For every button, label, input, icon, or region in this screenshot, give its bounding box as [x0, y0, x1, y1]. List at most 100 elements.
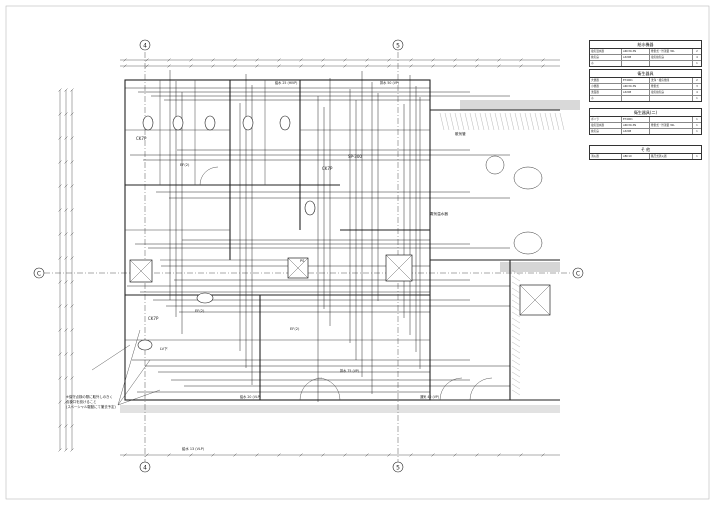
schedule-cell [650, 129, 693, 134]
schedule-cell: 大便器 [590, 78, 622, 83]
svg-text:5: 5 [396, 43, 400, 50]
schedule-cell [650, 96, 693, 101]
schedule-cell: 4 [696, 56, 698, 59]
label-ck7p-3: CK7P [148, 316, 159, 321]
label-pipe-1: 給水 25 (HIVP) [275, 80, 297, 85]
schedule-cell: LZ208 [622, 129, 650, 134]
schedule-cell [622, 61, 650, 66]
label-tank: 電気温水器 [430, 211, 448, 216]
schedule-cell: 電気温水器 [590, 123, 622, 128]
schedule-cell: 電気換気扇 [650, 55, 693, 60]
schedule-cell [622, 96, 650, 101]
grid-bubble-5-bottom: 5 [392, 461, 404, 473]
schedule-cell: 1 [696, 97, 698, 100]
label-ef-3: EF(2) [195, 309, 205, 313]
schedule-title: そ 他 [590, 146, 701, 154]
schedule-cell: 4 [696, 91, 698, 94]
label-pipe-3: 排水 75 (VP) [340, 368, 359, 373]
partitions [125, 80, 430, 341]
label-bottom: 給水 13 (VLP) [182, 446, 205, 451]
label-ck7p-1: CK7P [136, 136, 147, 141]
schedule-cell: 電気温水器 [590, 49, 622, 54]
label-ps: PS [300, 259, 305, 263]
hatched-band [500, 262, 560, 272]
schedule-cell [650, 61, 693, 66]
dimension-ticks [58, 58, 545, 457]
svg-text:C: C [37, 271, 41, 278]
schedule-title: 衛生器具 [590, 70, 701, 78]
schedule-cell: 1 [696, 130, 698, 133]
svg-text:4: 4 [143, 465, 147, 472]
grid-bubble-c-left: C [33, 267, 45, 279]
schedule-cell: 1 [696, 118, 698, 121]
schedule-cell [650, 117, 693, 122]
schedule-cell: ET4001 [622, 78, 650, 83]
label-pipe-5: 給水 20 (VLP) [240, 394, 261, 399]
label-lv: LV下 [160, 347, 168, 351]
schedule-cell: 消火器 [590, 154, 622, 159]
hatched-band [120, 405, 560, 413]
grid-bubble-5-top: 5 [392, 39, 404, 51]
schedule-cell: ABC10 [622, 154, 650, 159]
schedule-cell: LZ208 [622, 90, 650, 95]
schedule-cell: 洗浄・暖房便座 [650, 78, 693, 83]
shaft-cross [129, 254, 551, 316]
schedule-cell: 換気扇 [590, 129, 622, 134]
schedule-cell: 壁掛式・貯湯量 30L [650, 123, 693, 128]
label-ef-1: EF(2) [180, 163, 190, 167]
piping [125, 70, 510, 402]
grid-bubble-4-top: 4 [139, 39, 151, 51]
schedule-cell: 1 [696, 155, 698, 158]
label-pipe-4: 通気 40 (VP) [420, 394, 439, 399]
label-box: 散気管 [455, 131, 466, 136]
schedule-cell: ET4001 [622, 117, 650, 122]
schedule-cell: 壁掛式・貯湯量 30L [650, 49, 693, 54]
sheet-border [5, 5, 710, 500]
svg-text:5: 5 [396, 465, 400, 472]
label-pipe-2: 排水 50 (VP) [380, 80, 399, 85]
schedule-cell: ボイラ [590, 117, 622, 122]
schedule-cell: 3 [696, 85, 698, 88]
schedule-cell: ARC30-3N [622, 84, 650, 89]
schedule-cell: 1 [696, 62, 698, 65]
schedule-cell: 壁掛式 [650, 84, 693, 89]
plan-text: ※保守点検の際に取外しのきく 点検口を設けること (スペーシャル駆動にて撤去予定… [66, 80, 466, 451]
label-ck7p-2: CK7P [322, 166, 333, 171]
grid-bubble-c-right: C [572, 267, 584, 279]
leader-lines [91, 329, 161, 406]
schedule-cell: 洗面器 [590, 90, 622, 95]
note-inspection-3: (スペーシャル駆動にて撤去予定) [66, 404, 116, 409]
toilet-fixtures [137, 115, 316, 351]
note-inspection-1: ※保守点検の際に取外しのきく [66, 394, 113, 399]
note-inspection-2: 点検口を設けること [66, 399, 97, 404]
schedule-cell: ARC30-3N [622, 49, 650, 54]
label-ef-2: EF(2) [290, 327, 300, 331]
label-sp: SP-300 [348, 154, 362, 159]
schedule-cell: 蓄圧式消火器 [650, 154, 693, 159]
hatch-pattern [439, 112, 565, 396]
grid-bubble-4-bottom: 4 [139, 461, 151, 473]
schedule-cell: LZ208 [622, 55, 650, 60]
schedule-cell: 2 [696, 50, 698, 53]
round-equipment [485, 155, 543, 255]
hatched-band [460, 100, 580, 110]
schedule-cell: ホ [590, 96, 622, 101]
schedule-cell: ホ [590, 61, 622, 66]
schedule-cell: 2 [696, 79, 698, 82]
schedule-cell: 電気換気扇 [650, 90, 693, 95]
svg-text:4: 4 [143, 43, 147, 50]
